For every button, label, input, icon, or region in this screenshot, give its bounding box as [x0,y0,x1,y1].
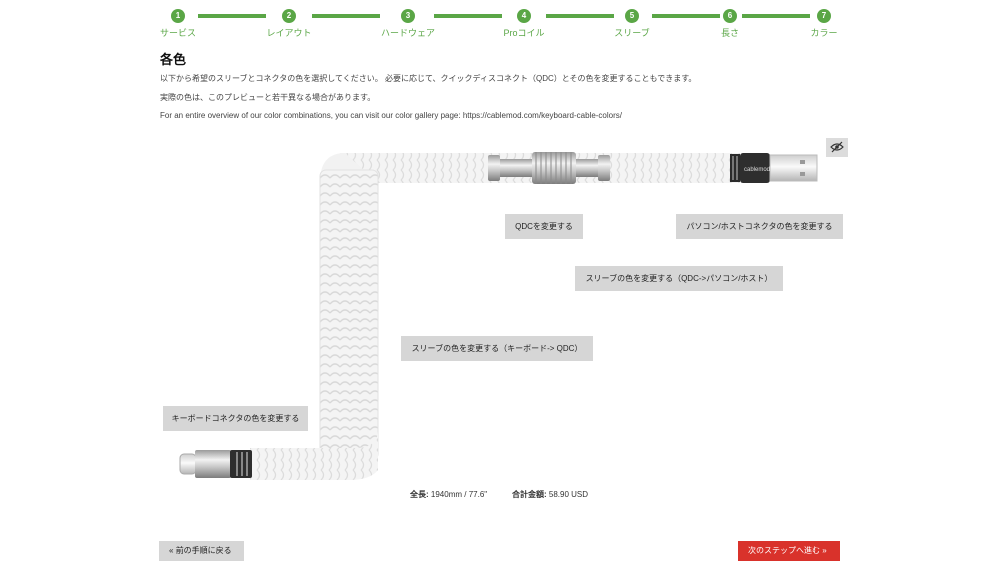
usb-host-connector: cablemod [730,153,818,183]
step-connector [198,14,266,18]
step-connector [652,14,720,18]
keyboard-connector [179,450,252,478]
next-step-button[interactable]: 次のステップへ進む » [738,541,840,561]
step-label: ハードウェア [380,28,435,38]
step-number: 6 [723,9,737,23]
step-number: 3 [401,9,415,23]
step-connector [434,14,502,18]
step-length[interactable]: 6 長さ [700,8,760,39]
step-label: 長さ [720,28,739,38]
step-number: 4 [517,9,531,23]
length-value: 1940mm / 77.6" [430,490,488,499]
next-step-label: 次のステップへ進む [748,546,820,555]
color-disclaimer-text: 実際の色は、このプレビューと若干異なる場合があります。 [160,93,376,102]
step-label: レイアウト [266,28,312,38]
step-color[interactable]: 7 カラー [794,8,854,39]
step-label: カラー [810,28,838,38]
step-connector [546,14,614,18]
total-price: 合計金額: 58.90 USD [512,489,588,500]
instructions-text: 以下から希望のスリーブとコネクタの色を選択してください。 必要に応じて、クイック… [160,74,697,83]
length-label: 全長: [410,490,429,499]
step-number: 1 [171,9,185,23]
step-number: 7 [817,9,831,23]
change-sleeve-keyboard-qdc-button[interactable]: スリーブの色を変更する（キーボード-> QDC） [401,336,593,361]
progress-stepper: 1 サービス 2 レイアウト 3 ハードウェア 4 Proコイル 5 スリーブ … [160,8,840,40]
step-number: 2 [282,9,296,23]
double-chevron-left-icon: « [169,546,174,555]
double-chevron-right-icon: » [822,546,827,555]
step-connector [312,14,380,18]
total-length: 全長: 1940mm / 77.6" [410,489,487,500]
step-sleeve[interactable]: 5 スリーブ [602,8,662,39]
step-number: 5 [625,9,639,23]
usb-brand-text: cablemod [744,167,770,173]
price-label: 合計金額: [512,490,547,499]
toggle-visibility-button[interactable] [826,138,848,157]
change-host-connector-button[interactable]: パソコン/ホストコネクタの色を変更する [676,214,843,239]
page-title: 各色 [160,52,187,67]
change-qdc-button[interactable]: QDCを変更する [505,214,583,239]
previous-step-button[interactable]: « 前の手順に戻る [159,541,244,561]
change-sleeve-qdc-host-button[interactable]: スリーブの色を変更する（QDC->パソコン/ホスト） [575,266,783,291]
change-keyboard-connector-button[interactable]: キーボードコネクタの色を変更する [163,406,308,431]
step-label: スリーブ [614,28,650,38]
qdc-connector [488,152,610,184]
step-service[interactable]: 1 サービス [148,8,208,39]
color-gallery-text: For an entire overview of our color comb… [160,111,622,120]
previous-step-label: 前の手順に戻る [175,546,232,555]
step-layout[interactable]: 2 レイアウト [259,8,319,39]
step-pro-coil[interactable]: 4 Proコイル [494,8,554,39]
eye-off-icon [830,141,844,153]
step-label: サービス [159,28,196,38]
step-connector [742,14,810,18]
step-label: Proコイル [503,28,545,38]
step-hardware[interactable]: 3 ハードウェア [378,8,438,39]
sleeve-to-keyboard [250,430,378,480]
coiled-sleeve [320,170,378,460]
price-value: 58.90 USD [548,490,589,499]
